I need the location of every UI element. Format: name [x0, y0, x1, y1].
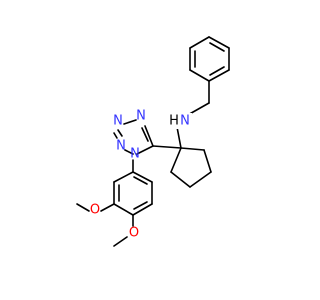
bond-inner [117, 129, 123, 137]
tetrazole-n4-label: N [136, 109, 146, 124]
amine-nitrogen-label: N [180, 114, 190, 129]
bond [189, 69, 210, 82]
bond [136, 145, 154, 155]
bond [113, 203, 134, 216]
background [0, 0, 300, 300]
bond-inner [209, 42, 225, 52]
bond [170, 147, 182, 173]
bond [208, 36, 230, 49]
bond [176, 126, 182, 149]
bond [100, 203, 115, 212]
tetrazole-n1-label: N [130, 147, 140, 162]
methoxy-oxygen-label-2: O [129, 226, 139, 241]
amine-hydrogen-label: H [169, 114, 179, 129]
methoxy-oxygen-label-1: O [90, 203, 100, 218]
tetrazole-n2-label: N [116, 139, 126, 154]
bond [180, 147, 205, 151]
bond [132, 203, 153, 216]
label-bg [168, 113, 192, 129]
bond [132, 171, 153, 183]
molecule-canvas: H N N N N N O O [0, 0, 300, 300]
bond-inner [209, 66, 225, 76]
bond [170, 171, 191, 188]
molecule-structure: H N N N N N O O [0, 0, 300, 300]
bond [144, 125, 154, 147]
bond [203, 149, 212, 173]
tetrazole-ring [113, 119, 154, 155]
dimethoxyphenyl-ring [113, 171, 153, 216]
bond [113, 132, 118, 139]
cyclopentane-ring [170, 147, 212, 188]
bond [189, 36, 210, 49]
bond [113, 171, 134, 183]
bond [123, 119, 137, 125]
bond-inner [141, 127, 149, 142]
benzyl-phenyl-ring [189, 36, 230, 82]
bond-inner [133, 176, 148, 185]
bond [208, 69, 230, 82]
bond-inner [133, 201, 148, 210]
bond [152, 145, 182, 149]
amine-label: H N [168, 113, 192, 129]
bond [124, 149, 134, 155]
tetrazole-n3-label: N [113, 114, 123, 129]
bond [113, 236, 128, 247]
bond [76, 203, 90, 212]
bond [189, 171, 212, 188]
